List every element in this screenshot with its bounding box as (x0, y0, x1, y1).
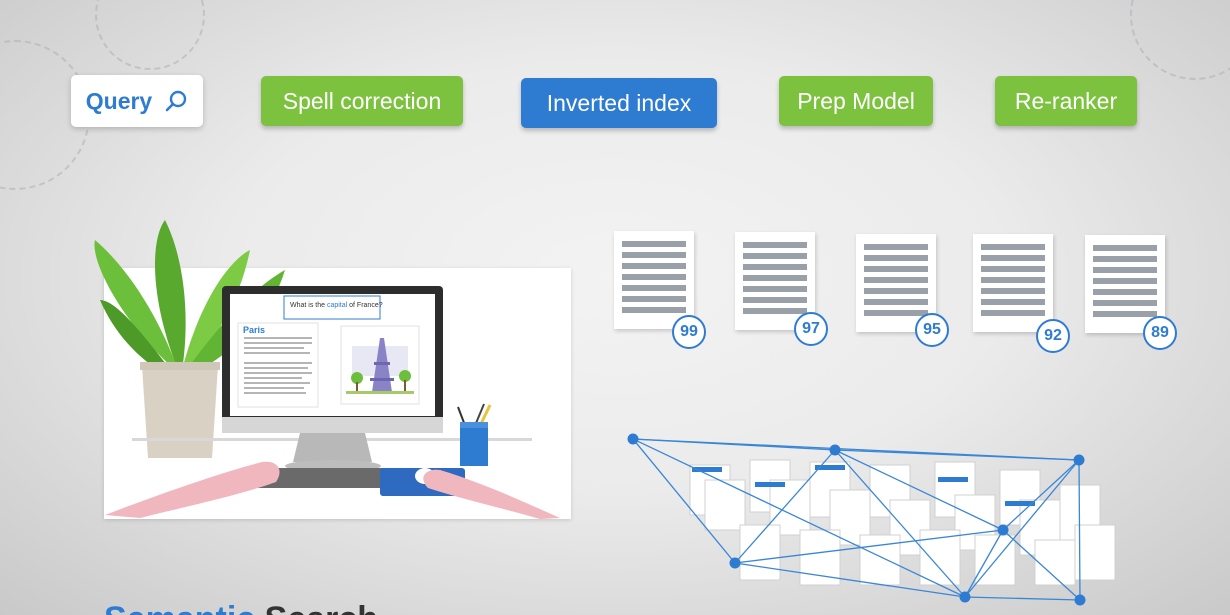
score-badge-1: 99 (672, 315, 706, 349)
score-badge-3: 95 (915, 313, 949, 347)
step-inverted-index[interactable]: Inverted index (521, 78, 717, 128)
gear-decoration-top (95, 0, 205, 70)
query-box[interactable]: Query (71, 75, 203, 127)
semantic-search-title: Semantic Search (104, 600, 378, 615)
search-highlight: capital (326, 302, 348, 309)
search-prefix: What is the (290, 302, 327, 309)
ranked-doc-4 (973, 234, 1053, 332)
result-heading: Paris (243, 325, 266, 335)
step-re-ranker[interactable]: Re-ranker (995, 76, 1137, 126)
search-icon (165, 90, 187, 112)
gear-decoration-right (1130, 0, 1230, 80)
ranked-doc-1 (614, 231, 694, 329)
title-word-semantic: Semantic (104, 600, 255, 615)
step-spell-correction[interactable]: Spell correction (261, 76, 463, 126)
score-badge-5: 89 (1143, 316, 1177, 350)
step-prep-model[interactable]: Prep Model (779, 76, 933, 126)
score-badge-4: 92 (1036, 319, 1070, 353)
title-word-search: Search (265, 600, 378, 615)
ranked-doc-5 (1085, 235, 1165, 333)
monitor-search-text: What is the capital of France? (290, 302, 383, 309)
query-label: Query (85, 87, 153, 114)
search-suffix: of France? (347, 302, 383, 309)
score-badge-2: 97 (794, 312, 828, 346)
